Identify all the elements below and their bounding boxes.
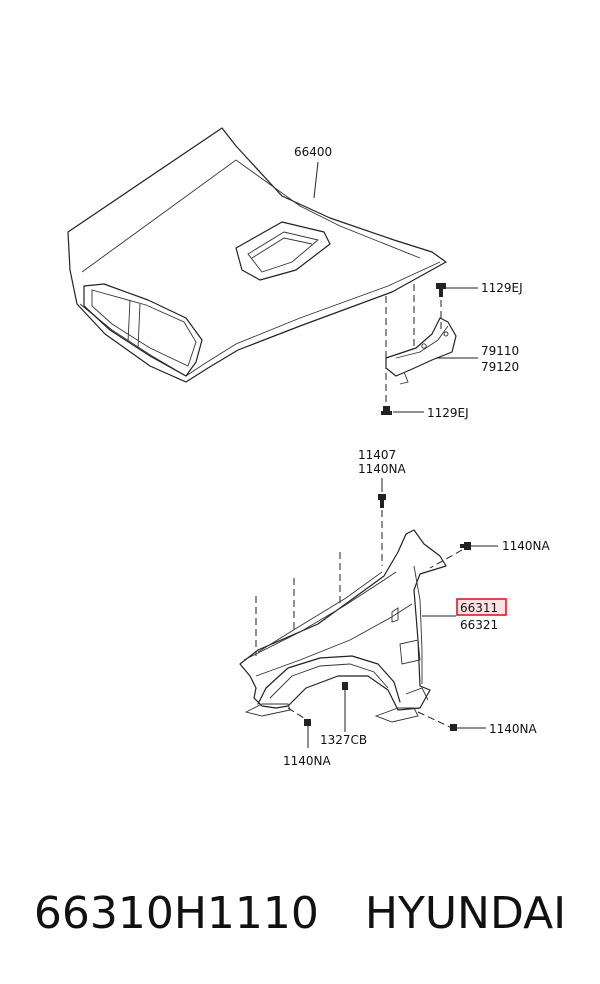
brand-name: HYUNDAI [364, 887, 567, 939]
fender-bolt-right-icon [460, 542, 471, 550]
fender-bolt-top-label-a: 11407 [358, 448, 396, 462]
hood-drawing [67, 127, 447, 383]
clip-icon [342, 682, 348, 690]
fender-bolt-lower-left-label: 1140NA [283, 754, 332, 768]
fender-bolt-lower-right-icon [450, 724, 457, 731]
hood-bolt-top-label: 1129EJ [481, 281, 523, 295]
fender-bolt-lower-right-label: 1140NA [489, 722, 538, 736]
fender-drawing [239, 494, 447, 723]
highlight-box [456, 598, 507, 616]
hinge-lh-label: 79110 [481, 344, 519, 358]
fender-lh-label: 66311 [460, 601, 498, 615]
fender-bolt-lower-left-icon [304, 719, 311, 726]
fender-rh-label: 66321 [460, 618, 498, 632]
part-number: 66310H1110 [33, 887, 319, 939]
caption: 66310H1110 HYUNDAI [0, 878, 600, 948]
fender-bolt-top-label-b: 1140NA [358, 462, 407, 476]
hood-bolt-top-icon [436, 283, 446, 297]
hinge-rh-label: 79120 [481, 360, 519, 374]
hood-bolt-bottom-icon [381, 406, 392, 415]
clip-label: 1327CB [320, 733, 367, 747]
fender-bolt-right-label: 1140NA [502, 539, 551, 553]
hood-bolt-bottom-label: 1129EJ [427, 406, 469, 420]
hood-part-label: 66400 [294, 145, 332, 159]
hood-hinge-drawing [385, 317, 457, 385]
fender-bolt-top-icon [378, 494, 386, 508]
